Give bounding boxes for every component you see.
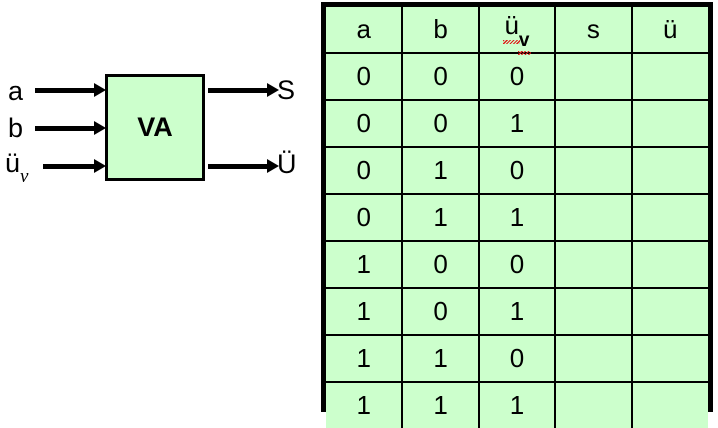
table-cell xyxy=(630,193,708,242)
table-cell xyxy=(554,240,633,289)
table-header-cell-a: a xyxy=(326,7,404,54)
table-header-row: a b üv s ü xyxy=(326,7,708,55)
table-cell xyxy=(554,52,633,101)
table-cell: 1 xyxy=(477,381,557,428)
table-cell: 1 xyxy=(477,193,557,242)
arrow-output-ue xyxy=(208,159,279,173)
header-text-b: b xyxy=(433,14,448,44)
table-cell: 0 xyxy=(477,52,557,101)
table-cell xyxy=(630,52,708,101)
table-cell: 1 xyxy=(401,193,480,242)
table-cell xyxy=(630,334,708,383)
arrow-input-a xyxy=(35,83,106,97)
table-cell: 0 xyxy=(477,146,557,195)
input-label-uv-subscript: v xyxy=(20,166,29,188)
table-cell xyxy=(630,381,708,428)
table-cell xyxy=(630,240,708,289)
table-cell: 0 xyxy=(401,99,480,148)
header-text-a: a xyxy=(356,14,371,44)
arrow-input-b xyxy=(35,121,106,135)
output-label-ue: Ü xyxy=(277,149,297,179)
arrow-input-uv xyxy=(43,159,106,173)
table-cell xyxy=(630,146,708,195)
table-cell xyxy=(554,146,633,195)
input-label-uv: üv xyxy=(5,148,28,187)
table-cell xyxy=(554,99,633,148)
table-cell: 0 xyxy=(477,240,557,289)
table-cell: 1 xyxy=(401,146,480,195)
arrow-output-s xyxy=(208,83,279,97)
table-cell: 1 xyxy=(401,381,480,428)
table-cell: 0 xyxy=(401,240,480,289)
header-text-uv: ü xyxy=(503,10,521,45)
va-block-label: VA xyxy=(137,112,173,142)
table-cell: 1 xyxy=(401,334,480,383)
table-header-cell-b: b xyxy=(401,7,480,54)
table-cell: 0 xyxy=(401,52,480,101)
header-text-ue: ü xyxy=(663,14,678,44)
table-cell: 1 xyxy=(326,334,404,383)
table-cell xyxy=(554,287,633,336)
table-cell: 0 xyxy=(326,146,404,195)
header-text-s: s xyxy=(586,14,600,44)
table-cell: 0 xyxy=(326,193,404,242)
table-cell xyxy=(554,381,633,428)
table-header-cell-s: s xyxy=(554,7,633,54)
table-cell: 1 xyxy=(326,381,404,428)
block-diagram: a b üv VA S Ü xyxy=(0,0,318,414)
header-subscript-uv: v xyxy=(517,30,531,55)
table-cell: 0 xyxy=(326,99,404,148)
table-cell: 0 xyxy=(477,334,557,383)
input-label-uv-base: ü xyxy=(5,148,21,178)
input-label-b: b xyxy=(8,113,24,143)
table-cell: 0 xyxy=(326,52,404,101)
table-cell: 1 xyxy=(326,287,404,336)
table-cell: 1 xyxy=(477,99,557,148)
table-cell: 1 xyxy=(326,240,404,289)
table-cell xyxy=(554,334,633,383)
va-block: VA xyxy=(105,74,205,181)
table-cell xyxy=(554,193,633,242)
input-label-a: a xyxy=(8,76,24,106)
table-cell: 1 xyxy=(477,287,557,336)
output-label-s: S xyxy=(277,75,296,105)
table-header-cell-uv: üv xyxy=(477,7,557,55)
table-header-cell-ue: ü xyxy=(630,7,708,54)
table-cell: 0 xyxy=(401,287,480,336)
table-cell xyxy=(630,287,708,336)
table-cell xyxy=(630,99,708,148)
